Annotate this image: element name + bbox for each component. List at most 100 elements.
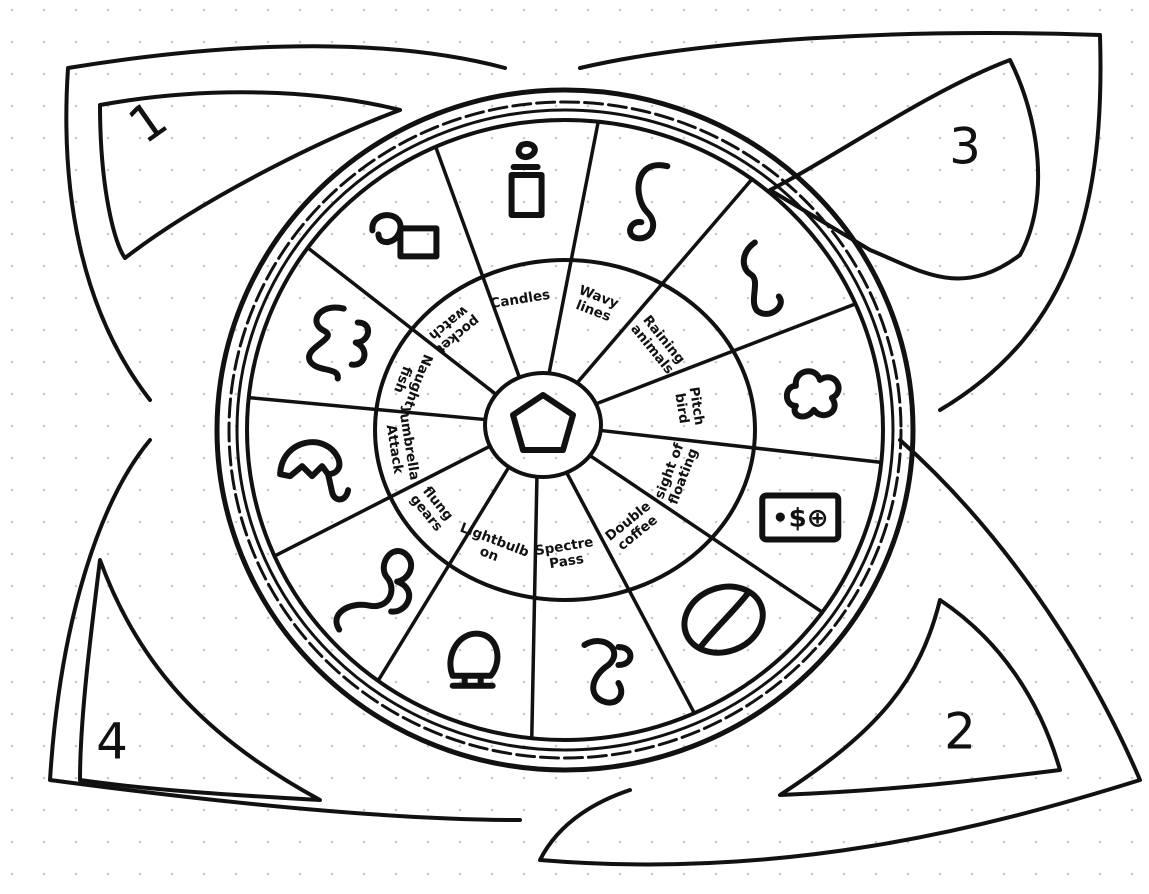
grid-dot: [715, 553, 718, 556]
grid-dot: [779, 553, 782, 556]
grid-dot: [43, 329, 46, 332]
grid-dot: [235, 201, 238, 204]
grid-dot: [875, 393, 878, 396]
wheel-spoke: [601, 430, 882, 462]
grid-dot: [523, 521, 526, 524]
grid-dot: [651, 425, 654, 428]
grid-dot: [363, 745, 366, 748]
grid-dot: [651, 617, 654, 620]
grid-dot: [11, 361, 14, 364]
grid-dot: [139, 169, 142, 172]
grid-dot: [779, 393, 782, 396]
grid-dot: [971, 9, 974, 12]
grid-dot: [267, 713, 270, 716]
grid-dot: [843, 617, 846, 620]
grid-dot: [235, 681, 238, 684]
grid-dot: [779, 489, 782, 492]
grid-dot: [875, 169, 878, 172]
grid-dot: [235, 841, 238, 844]
grid-dot: [43, 425, 46, 428]
grid-dot: [171, 393, 174, 396]
grid-dot: [459, 297, 462, 300]
grid-dot: [555, 233, 558, 236]
grid-dot: [299, 777, 302, 780]
grid-dot: [939, 393, 942, 396]
grid-dot: [75, 9, 78, 12]
grid-dot: [11, 297, 14, 300]
grid-dot: [107, 41, 110, 44]
grid-dot: [811, 265, 814, 268]
grid-dot: [491, 233, 494, 236]
grid-dot: [555, 585, 558, 588]
grid-dot: [587, 841, 590, 844]
grid-dot: [715, 617, 718, 620]
grid-dot: [971, 233, 974, 236]
grid-dot: [1003, 201, 1006, 204]
grid-dot: [779, 137, 782, 140]
grid-dot: [907, 809, 910, 812]
grid-dot: [1035, 265, 1038, 268]
grid-dot: [107, 9, 110, 12]
grid-dot: [1067, 457, 1070, 460]
grid-dot: [587, 745, 590, 748]
wheel-rim: [247, 120, 883, 740]
grid-dot: [651, 553, 654, 556]
grid-dot: [235, 521, 238, 524]
grid-dot: [843, 329, 846, 332]
grid-dot: [491, 873, 494, 876]
grid-dot: [395, 489, 398, 492]
grid-dot: [203, 361, 206, 364]
grid-dot: [747, 745, 750, 748]
grid-dot: [683, 329, 686, 332]
grid-dot: [1131, 873, 1134, 876]
grid-dot: [1131, 361, 1134, 364]
segment-symbol-coffee-bean-icon: [675, 576, 772, 664]
grid-dot: [75, 41, 78, 44]
grid-dot: [427, 873, 430, 876]
grid-dot: [747, 329, 750, 332]
grid-dot: [107, 617, 110, 620]
grid-dot: [683, 713, 686, 716]
grid-dot: [459, 201, 462, 204]
grid-dot: [171, 457, 174, 460]
segment-symbol-squiggle-s-icon: [309, 307, 368, 378]
grid-dot: [715, 489, 718, 492]
grid-dot: [1131, 713, 1134, 716]
grid-dot: [811, 41, 814, 44]
grid-dot: [107, 265, 110, 268]
grid-dot: [299, 841, 302, 844]
grid-dot: [843, 41, 846, 44]
grid-dot: [651, 585, 654, 588]
grid-dot: [395, 585, 398, 588]
grid-dot: [811, 361, 814, 364]
grid-dot: [363, 841, 366, 844]
grid-dot: [875, 713, 878, 716]
wheel-outer-braid-b: [229, 102, 901, 758]
grid-dot: [171, 425, 174, 428]
grid-dot: [1131, 553, 1134, 556]
grid-dot: [331, 169, 334, 172]
grid-dot: [907, 201, 910, 204]
grid-dot: [491, 777, 494, 780]
grid-dot: [203, 617, 206, 620]
grid-dot: [107, 233, 110, 236]
grid-dot: [299, 361, 302, 364]
grid-dot: [1067, 297, 1070, 300]
grid-dot: [939, 809, 942, 812]
grid-dot: [203, 777, 206, 780]
grid-dot: [107, 521, 110, 524]
grid-dot: [267, 9, 270, 12]
grid-dot: [299, 521, 302, 524]
grid-dot: [1131, 841, 1134, 844]
grid-dot: [907, 777, 910, 780]
grid-dot: [395, 777, 398, 780]
grid-dot: [235, 73, 238, 76]
grid-dot: [651, 809, 654, 812]
grid-dot: [843, 73, 846, 76]
grid-dot: [939, 233, 942, 236]
grid-dot: [267, 777, 270, 780]
grid-dot: [331, 745, 334, 748]
grid-dot: [587, 489, 590, 492]
grid-dot: [235, 137, 238, 140]
grid-dot: [267, 553, 270, 556]
